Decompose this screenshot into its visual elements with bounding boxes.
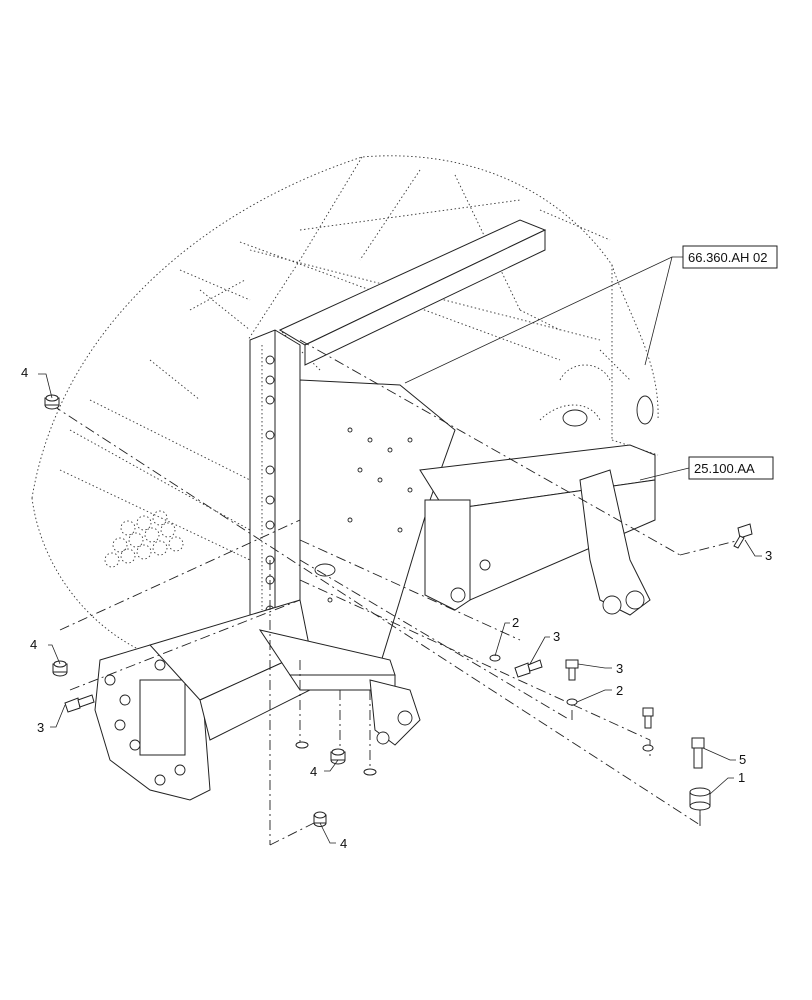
- bolt-left: [64, 694, 95, 713]
- callout-3-left: 3: [37, 720, 44, 735]
- callout-2-middle: 2: [512, 615, 519, 630]
- reference-25-100-label[interactable]: 25.100.AA: [694, 461, 755, 476]
- callout-2-right: 2: [616, 683, 623, 698]
- right-main-beam: [419, 395, 656, 616]
- washer-bottom-left: [295, 741, 309, 749]
- bolt-middle: [514, 659, 543, 678]
- flange-nut-upper-left: [44, 394, 60, 410]
- flange-nut-left: [52, 660, 68, 677]
- assembly-lines: [51, 339, 741, 846]
- phantom-body-outline: [31, 155, 659, 651]
- flange-nut-bottom-center: [330, 748, 346, 765]
- long-bolt: [691, 737, 705, 769]
- reference-66-360[interactable]: 66.360.AH 02: [404, 245, 778, 384]
- reference-66-360-label[interactable]: 66.360.AH 02: [688, 250, 768, 265]
- vertical-post: [249, 329, 301, 631]
- washer-bottom-right: [363, 768, 377, 776]
- washer-right: [566, 698, 578, 706]
- callout-1-right: 1: [738, 770, 745, 785]
- callout-4-left: 4: [30, 637, 37, 652]
- callout-4-upper-left: 4: [21, 365, 28, 380]
- callout-numbers: 4 4 3 4 4 2 3 3 3 2 5 1: [21, 365, 772, 851]
- reference-25-100[interactable]: 25.100.AA: [639, 456, 774, 481]
- bolt-right-small: [642, 707, 654, 729]
- lower-channel-bracket: [258, 629, 421, 746]
- callout-4-bottom-center: 4: [310, 764, 317, 779]
- flange-nut-bottom: [313, 811, 327, 827]
- spacer-bushing: [689, 787, 711, 811]
- callout-5-right: 5: [739, 752, 746, 767]
- bolt-right-mid: [565, 659, 579, 681]
- callout-leaders: [38, 373, 762, 844]
- upper-crossbeam: [278, 219, 547, 370]
- mounting-bracket: [94, 599, 311, 801]
- callout-3-right-upper: 3: [765, 548, 772, 563]
- callout-3-middle: 3: [553, 629, 560, 644]
- washer-right-lower: [642, 744, 654, 752]
- callout-4-bottom: 4: [340, 836, 347, 851]
- callout-3-right-mid: 3: [616, 661, 623, 676]
- perforated-panel: [104, 510, 184, 568]
- bolt-right-upper: [733, 523, 753, 549]
